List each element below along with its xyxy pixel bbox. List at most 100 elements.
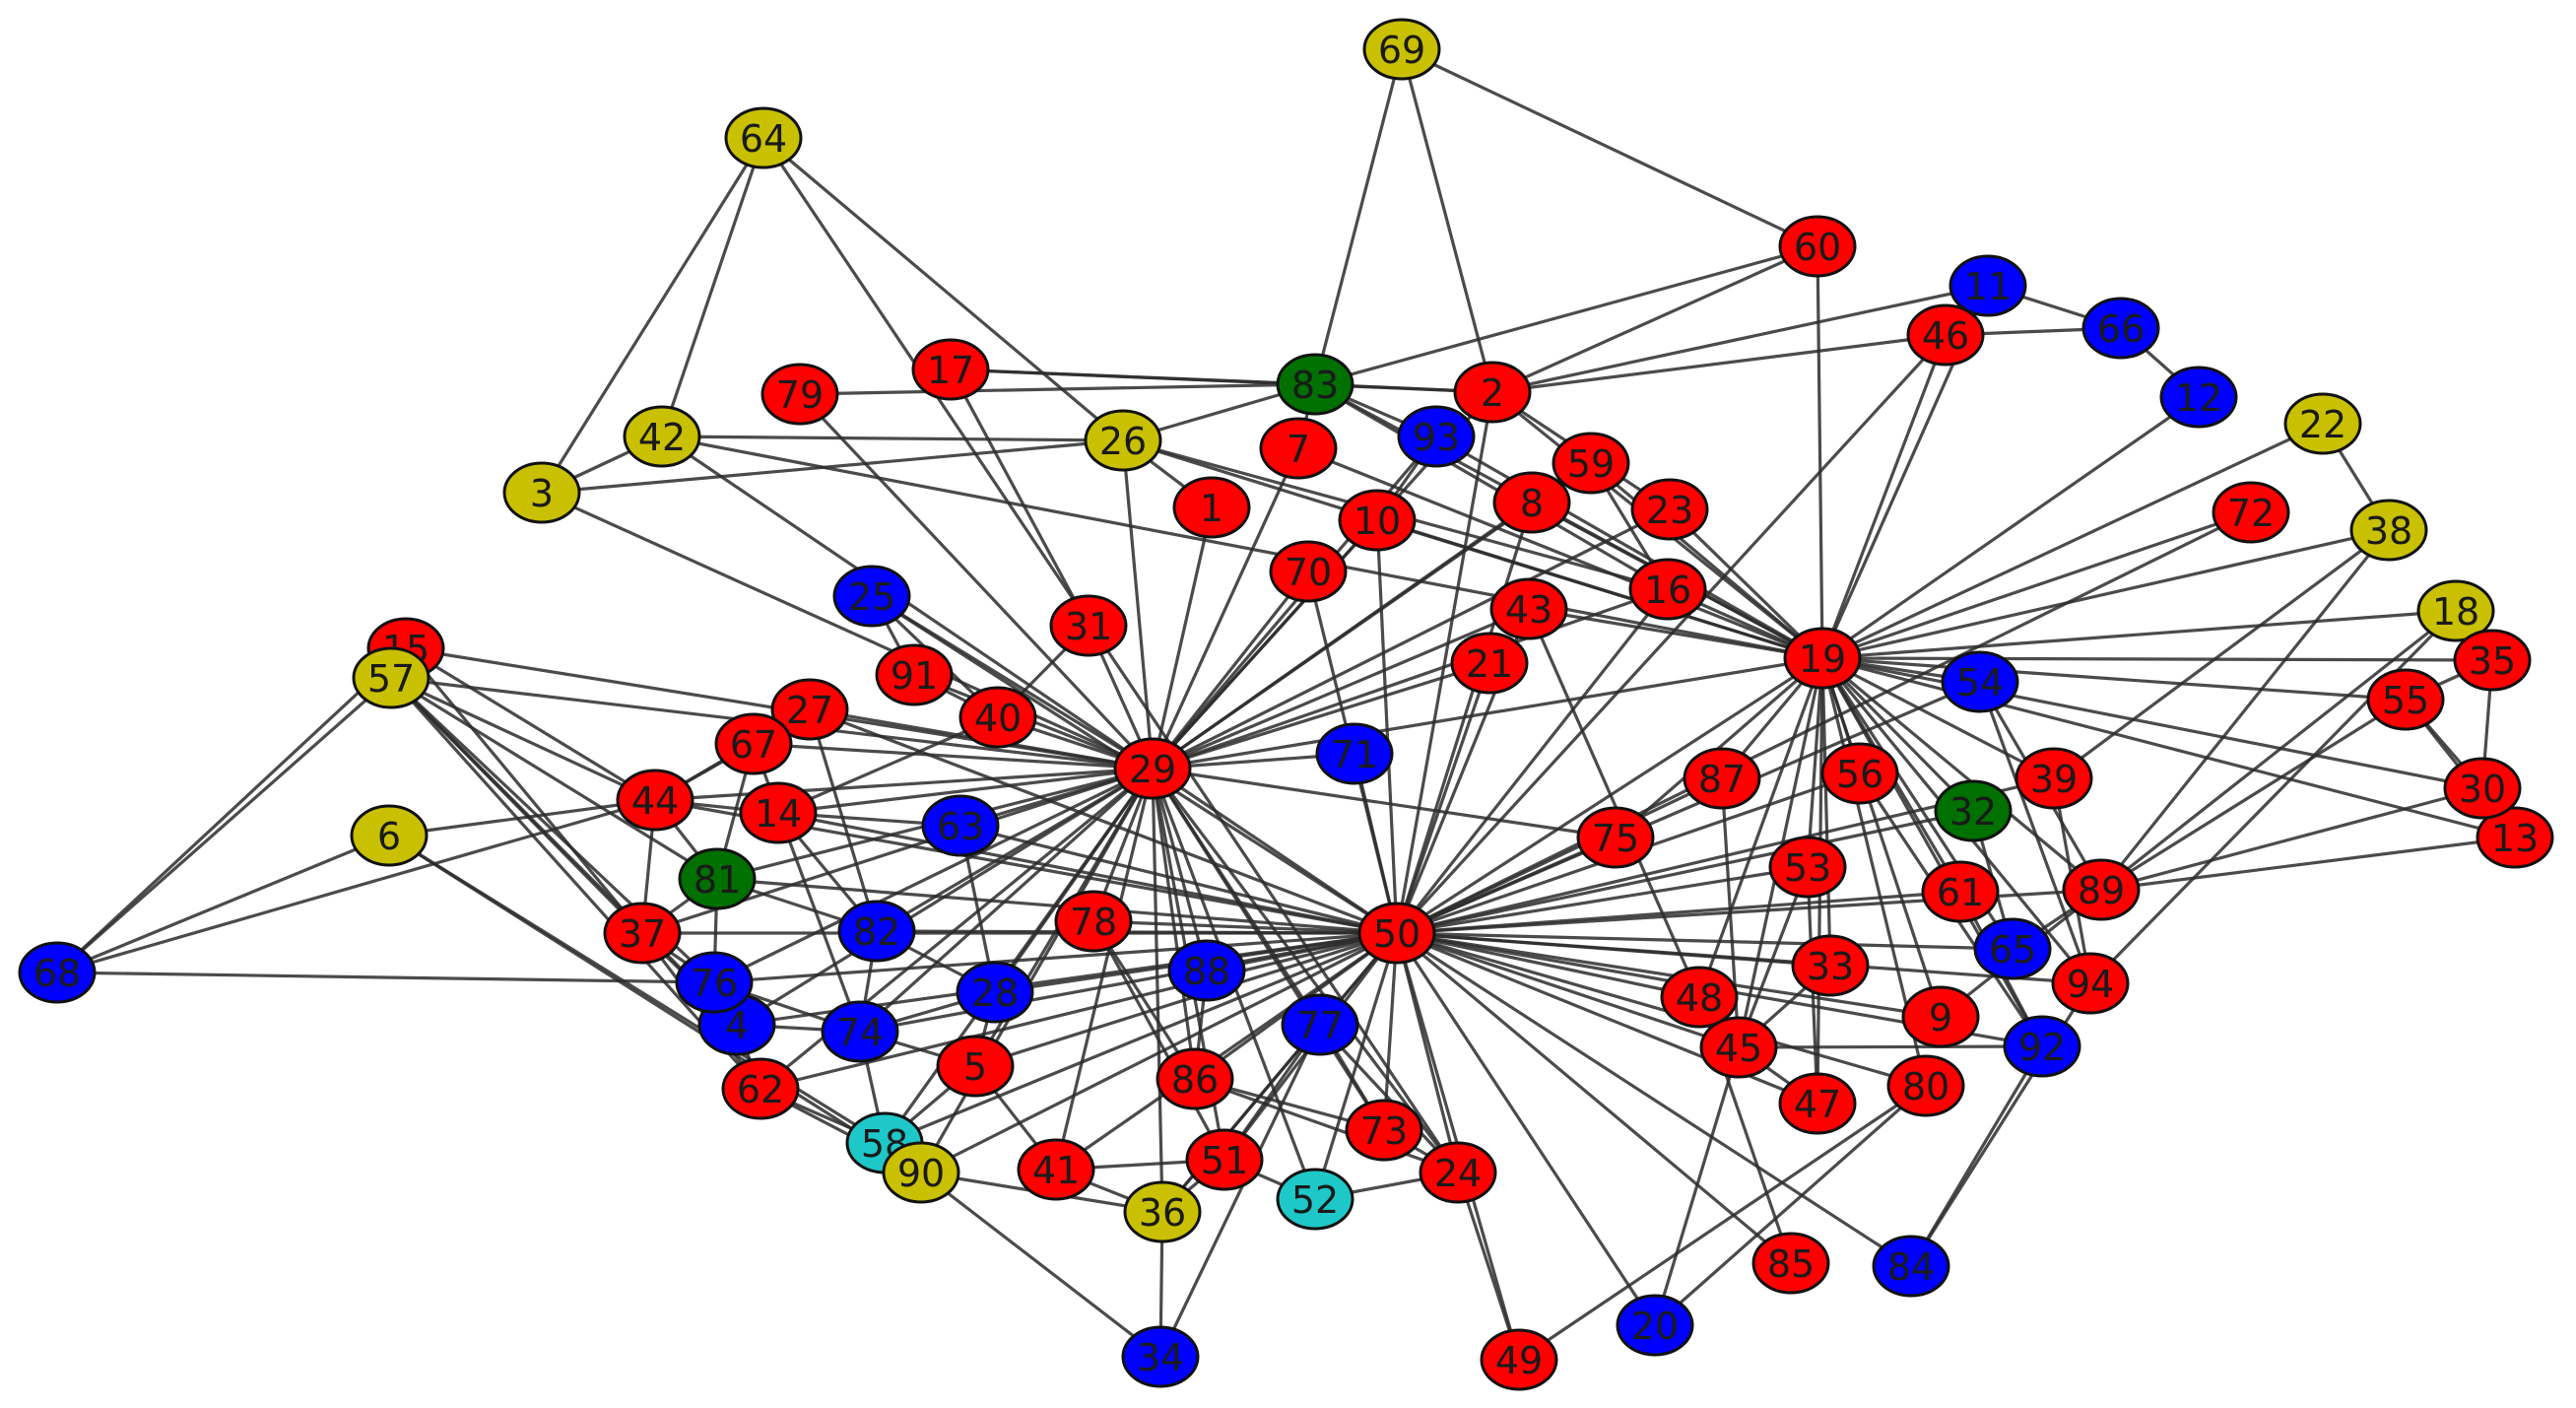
edge-7-29 — [1151, 447, 1300, 770]
edge-9-50 — [1396, 931, 1942, 1019]
edge-21-50 — [1395, 662, 1491, 934]
node-shape — [1921, 860, 2000, 923]
edge-27-82 — [808, 708, 879, 932]
node-shape — [1259, 417, 1338, 480]
edge-53-50 — [1396, 865, 1809, 935]
node-shape — [2212, 481, 2290, 544]
edge-36-77 — [1160, 1023, 1322, 1214]
node-82: 82 — [837, 900, 916, 963]
edge-50-63 — [959, 824, 1398, 935]
node-shape — [714, 712, 793, 775]
edge-55-19 — [1821, 656, 2407, 702]
node-16: 16 — [1628, 558, 1707, 621]
node-shape — [2003, 1015, 2081, 1078]
node-94: 94 — [2051, 952, 2130, 1015]
node-shape — [837, 900, 916, 963]
edge-15-68 — [55, 646, 408, 974]
edge-19-33 — [1820, 657, 1832, 967]
edge-86-24 — [1194, 1077, 1459, 1174]
node-17: 17 — [911, 338, 990, 401]
edge-20-50 — [1395, 932, 1657, 1326]
node-shape — [1123, 1180, 1202, 1243]
node-shape — [2081, 297, 2160, 360]
edge-29-44 — [654, 767, 1154, 802]
node-77: 77 — [1281, 993, 1359, 1056]
node-78: 78 — [1054, 890, 1133, 953]
node-shape — [623, 405, 701, 468]
node-48: 48 — [1660, 966, 1739, 1029]
node-50: 50 — [1357, 902, 1436, 965]
node-shape — [1419, 1141, 1497, 1204]
edge-64-3 — [540, 137, 765, 494]
edge-38-39 — [2053, 528, 2390, 780]
node-shape — [1820, 742, 1899, 805]
node-shape — [1901, 985, 1980, 1048]
node-shape — [1492, 471, 1571, 534]
node-28: 28 — [956, 961, 1034, 1024]
edge-46-19 — [1820, 334, 1948, 659]
node-shape — [502, 461, 581, 524]
node-39: 39 — [2015, 747, 2093, 810]
edge-69-60 — [1401, 47, 1818, 248]
node-shape — [1751, 1232, 1830, 1295]
node-24: 24 — [1419, 1141, 1497, 1204]
node-45: 45 — [1699, 1016, 1778, 1079]
node-49: 49 — [1480, 1328, 1558, 1391]
edge-92-84 — [1909, 1045, 2044, 1267]
node-shape — [1276, 353, 1354, 416]
nodes-layer: 1234567891011121314151617181920212223242… — [18, 18, 2554, 1391]
node-67: 67 — [714, 712, 793, 775]
edge-29-76 — [713, 767, 1154, 984]
edge-60-2 — [1491, 244, 1818, 394]
node-61: 61 — [1921, 860, 2000, 923]
node-20: 20 — [1616, 1294, 1694, 1357]
edge-19-53 — [1806, 657, 1824, 868]
node-shape — [2159, 366, 2238, 429]
edge-26-29 — [1121, 439, 1155, 770]
node-shape — [2051, 952, 2130, 1015]
edge-50-52 — [1313, 932, 1399, 1200]
node-shape — [1113, 737, 1192, 800]
edge-35-19 — [1821, 656, 2493, 662]
node-shape — [911, 338, 990, 401]
node-9: 9 — [1901, 985, 1980, 1048]
node-89: 89 — [2062, 858, 2141, 921]
node-shape — [1660, 966, 1739, 1029]
edge-24-49 — [1456, 1172, 1521, 1361]
node-shape — [2416, 579, 2495, 642]
edge-84-50 — [1396, 931, 1912, 1268]
node-14: 14 — [739, 781, 818, 844]
edge-43-29 — [1152, 607, 1530, 771]
edge-48-50 — [1396, 931, 1700, 999]
node-55: 55 — [2366, 668, 2445, 731]
edge-60-19 — [1816, 245, 1824, 659]
edge-69-2 — [1400, 48, 1494, 393]
node-shape — [1281, 993, 1359, 1056]
node-46: 46 — [1906, 303, 1985, 367]
node-59: 59 — [1552, 432, 1630, 495]
edge-57-68 — [55, 676, 393, 974]
edge-54-94 — [1978, 681, 2092, 984]
node-53: 53 — [1768, 836, 1847, 899]
edge-50-27 — [809, 707, 1398, 935]
edge-64-42 — [660, 137, 765, 437]
edge-19-50 — [1396, 656, 1823, 935]
node-shape — [1480, 1328, 1558, 1391]
node-57: 57 — [352, 646, 430, 709]
edge-2-50 — [1395, 391, 1494, 934]
node-shape — [1049, 594, 1128, 657]
node-52: 52 — [1276, 1168, 1354, 1231]
node-shape — [1872, 1235, 1950, 1298]
edge-50-90 — [920, 931, 1398, 1174]
node-83: 83 — [1276, 353, 1354, 416]
edges-layer — [55, 47, 2517, 1362]
node-87: 87 — [1683, 747, 1761, 810]
node-shape — [1886, 1054, 1965, 1117]
node-shape — [1783, 627, 1862, 690]
node-1: 1 — [1172, 476, 1251, 539]
node-shape — [821, 1000, 899, 1063]
node-42: 42 — [623, 405, 701, 468]
edge-45-50 — [1396, 931, 1740, 1049]
node-54: 54 — [1941, 650, 2019, 713]
node-41: 41 — [1017, 1138, 1095, 1201]
